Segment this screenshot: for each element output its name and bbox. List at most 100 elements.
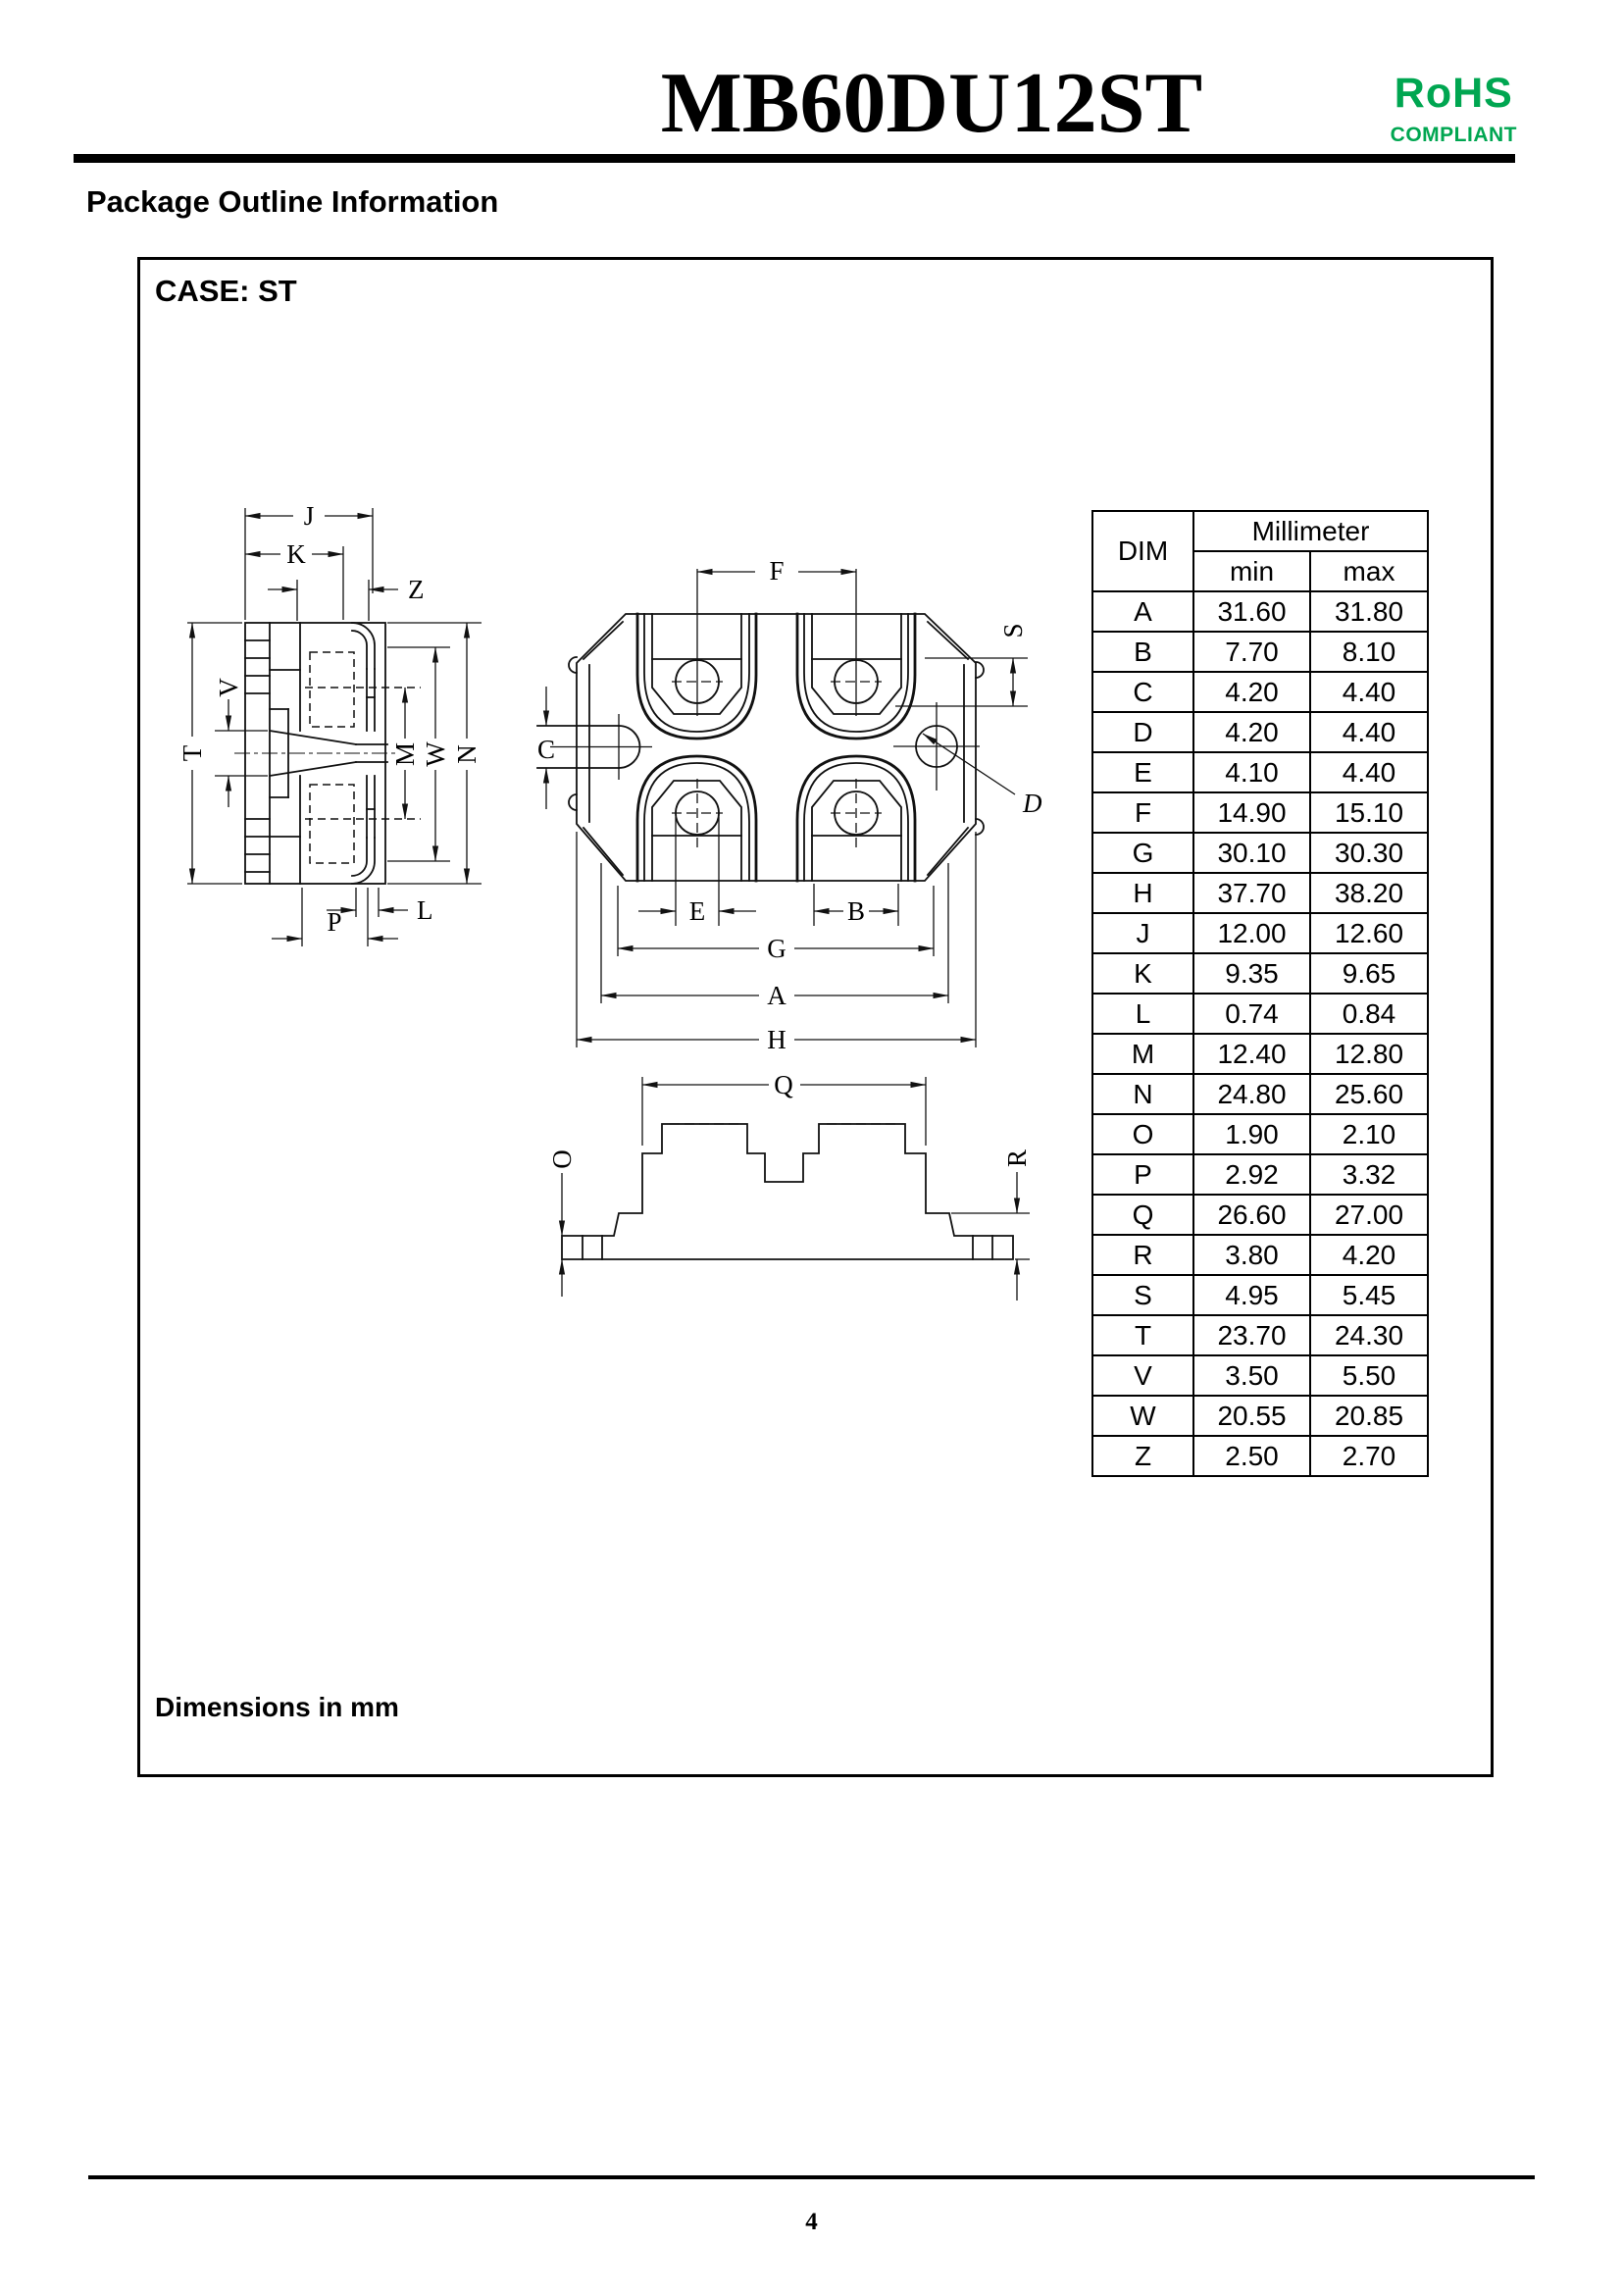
table-row: P 2.92 3.32 bbox=[1091, 1153, 1429, 1196]
dim-label-F: F bbox=[769, 556, 784, 586]
front-view-drawing: Q O R bbox=[547, 1070, 1032, 1301]
col-header-dim: DIM bbox=[1091, 510, 1194, 592]
max-cell: 4.40 bbox=[1309, 751, 1429, 793]
min-cell: 4.10 bbox=[1192, 751, 1311, 793]
min-cell: 3.80 bbox=[1192, 1234, 1311, 1276]
table-body: A 31.60 31.80 B 7.70 8.10 C 4.20 4.40 bbox=[1091, 590, 1429, 1477]
dim-cell: C bbox=[1091, 671, 1194, 713]
dim-label-M: M bbox=[390, 742, 420, 766]
table-row: C 4.20 4.40 bbox=[1091, 671, 1429, 713]
min-cell: 31.60 bbox=[1192, 590, 1311, 633]
dim-label-O: O bbox=[547, 1149, 577, 1169]
max-cell: 4.20 bbox=[1309, 1234, 1429, 1276]
top-view-drawing: F S C D E B G A H bbox=[536, 556, 1042, 1054]
col-header-min: min bbox=[1192, 550, 1311, 592]
min-cell: 2.50 bbox=[1192, 1435, 1311, 1477]
min-cell: 14.90 bbox=[1192, 791, 1311, 834]
max-cell: 27.00 bbox=[1309, 1194, 1429, 1236]
section-heading: Package Outline Information bbox=[86, 184, 499, 219]
dim-label-W: W bbox=[421, 741, 450, 767]
max-cell: 5.45 bbox=[1309, 1274, 1429, 1316]
dim-label-D: D bbox=[1022, 789, 1042, 818]
table-row: G 30.10 30.30 bbox=[1091, 832, 1429, 874]
max-cell: 5.50 bbox=[1309, 1354, 1429, 1397]
hole-centerlines bbox=[672, 681, 882, 847]
header-rule bbox=[74, 154, 1515, 163]
dim-cell: W bbox=[1091, 1395, 1194, 1437]
front-view-body bbox=[561, 1123, 1014, 1260]
max-cell: 4.40 bbox=[1309, 671, 1429, 713]
min-cell: 30.10 bbox=[1192, 832, 1311, 874]
dim-label-G: G bbox=[767, 934, 786, 963]
dim-label-Z: Z bbox=[408, 575, 425, 604]
table-row: M 12.40 12.80 bbox=[1091, 1033, 1429, 1075]
table-row: W 20.55 20.85 bbox=[1091, 1395, 1429, 1437]
rohs-compliant-label: COMPLIANT bbox=[1390, 124, 1517, 146]
front-view-dimension-lines bbox=[558, 1077, 1030, 1301]
dim-label-H: H bbox=[767, 1025, 786, 1054]
side-view-dimension-lines bbox=[187, 508, 482, 946]
table-header-row-1: DIM Millimeter bbox=[1091, 510, 1429, 592]
table-row: V 3.50 5.50 bbox=[1091, 1354, 1429, 1397]
min-cell: 23.70 bbox=[1192, 1314, 1311, 1356]
dim-label-N: N bbox=[452, 744, 482, 764]
dim-label-V: V bbox=[214, 678, 243, 697]
case-label: CASE: ST bbox=[155, 274, 297, 308]
dim-label-P: P bbox=[327, 907, 341, 937]
dim-label-S: S bbox=[998, 623, 1028, 638]
dim-label-L: L bbox=[417, 895, 433, 925]
max-cell: 38.20 bbox=[1309, 872, 1429, 914]
min-cell: 12.40 bbox=[1192, 1033, 1311, 1075]
table-row: S 4.95 5.45 bbox=[1091, 1274, 1429, 1316]
dim-cell: D bbox=[1091, 711, 1194, 753]
dim-cell: T bbox=[1091, 1314, 1194, 1356]
dimension-table: DIM Millimeter min max A 31.60 31.80 bbox=[1091, 510, 1429, 1477]
dim-cell: R bbox=[1091, 1234, 1194, 1276]
dim-cell: K bbox=[1091, 952, 1194, 995]
table-row: J 12.00 12.60 bbox=[1091, 912, 1429, 954]
max-cell: 9.65 bbox=[1309, 952, 1429, 995]
dim-label-T: T bbox=[178, 744, 207, 761]
page-number: 4 bbox=[805, 2209, 818, 2235]
dim-label-K: K bbox=[286, 539, 306, 569]
dim-cell: E bbox=[1091, 751, 1194, 793]
rohs-badge: RoHS COMPLIANT bbox=[1390, 70, 1517, 146]
dim-cell: Z bbox=[1091, 1435, 1194, 1477]
table-row: E 4.10 4.40 bbox=[1091, 751, 1429, 793]
dim-cell: L bbox=[1091, 993, 1194, 1035]
min-cell: 37.70 bbox=[1192, 872, 1311, 914]
max-cell: 3.32 bbox=[1309, 1153, 1429, 1196]
max-cell: 24.30 bbox=[1309, 1314, 1429, 1356]
top-view-crosshairs bbox=[550, 569, 980, 791]
col-header-max: max bbox=[1309, 550, 1429, 592]
outline-box: CASE: ST bbox=[137, 257, 1494, 1777]
table-row: Q 26.60 27.00 bbox=[1091, 1194, 1429, 1236]
rohs-label: RoHS bbox=[1394, 70, 1513, 117]
table-header-row-2: min max bbox=[1092, 550, 1429, 592]
dim-label-E: E bbox=[689, 896, 706, 926]
table-row: Z 2.50 2.70 bbox=[1091, 1435, 1429, 1477]
table-row: K 9.35 9.65 bbox=[1091, 952, 1429, 995]
table-row: D 4.20 4.40 bbox=[1091, 711, 1429, 753]
top-view-dimension-lines bbox=[542, 568, 1028, 1047]
dim-label-C: C bbox=[537, 735, 555, 764]
dim-cell: M bbox=[1091, 1033, 1194, 1075]
dim-cell: S bbox=[1091, 1274, 1194, 1316]
dim-cell: P bbox=[1091, 1153, 1194, 1196]
table-row: B 7.70 8.10 bbox=[1091, 631, 1429, 673]
min-cell: 2.92 bbox=[1192, 1153, 1311, 1196]
min-cell: 12.00 bbox=[1192, 912, 1311, 954]
table-row: O 1.90 2.10 bbox=[1091, 1113, 1429, 1155]
max-cell: 4.40 bbox=[1309, 711, 1429, 753]
dim-cell: B bbox=[1091, 631, 1194, 673]
side-view-hidden-lines bbox=[305, 651, 421, 864]
dim-cell: Q bbox=[1091, 1194, 1194, 1236]
dim-label-R: R bbox=[1002, 1149, 1032, 1167]
min-cell: 0.74 bbox=[1192, 993, 1311, 1035]
dim-cell: F bbox=[1091, 791, 1194, 834]
max-cell: 12.60 bbox=[1309, 912, 1429, 954]
side-view-body bbox=[244, 622, 388, 885]
top-view-plate bbox=[568, 613, 985, 882]
max-cell: 25.60 bbox=[1309, 1073, 1429, 1115]
side-view-drawing: J K Z T V M W N L P bbox=[178, 501, 482, 946]
